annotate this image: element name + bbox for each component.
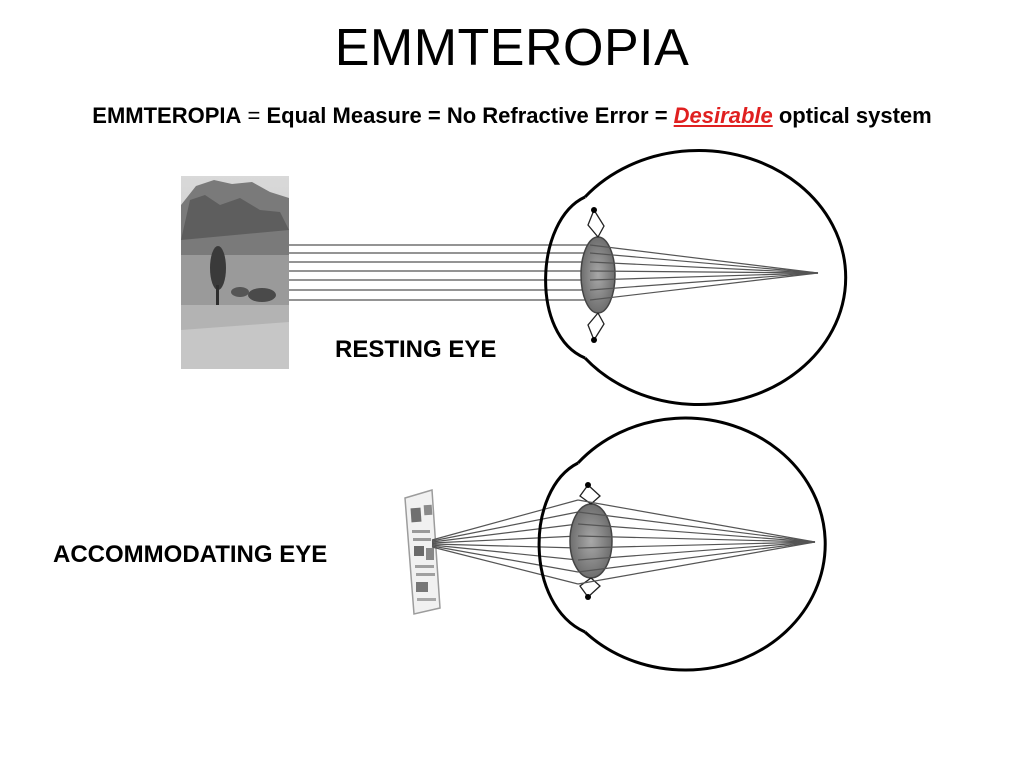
accommodating-eyeball	[576, 416, 827, 672]
resting-incoming-rays	[289, 244, 590, 301]
slide-title: EMMTEROPIA	[334, 19, 690, 77]
resting-lens	[580, 236, 616, 314]
subtitle-term: EMMTEROPIA	[92, 103, 242, 128]
subtitle-equals: =	[241, 103, 267, 128]
accommodating-eye-label: ACCOMMODATING EYE	[53, 541, 328, 568]
resting-cornea	[544, 195, 586, 360]
accommodating-refracted-rays	[577, 499, 816, 585]
newspaper-image	[404, 489, 441, 615]
accommodating-cornea	[537, 461, 586, 634]
accommodating-incoming-rays	[431, 499, 579, 585]
resting-eyeball	[583, 149, 848, 406]
accommodating-eye	[431, 416, 827, 672]
resting-eye-label: RESTING EYE	[335, 336, 497, 363]
resting-eye	[289, 149, 848, 406]
subtitle-part2: optical system	[772, 103, 932, 128]
landscape-image	[181, 176, 289, 369]
subtitle-definition: EMMTEROPIA = Equal Measure = No Refracti…	[0, 103, 1024, 129]
subtitle-part1: Equal Measure = No Refractive Error =	[266, 103, 674, 128]
subtitle-desirable: Desirable	[673, 103, 773, 128]
resting-refracted-rays	[589, 244, 819, 301]
